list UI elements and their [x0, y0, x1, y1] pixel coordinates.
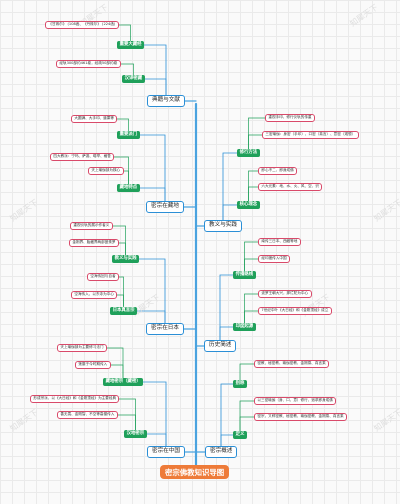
leaf-link: [123, 170, 129, 185]
category-link: [139, 134, 166, 202]
section-node[interactable]: 密宗在日本: [146, 323, 184, 335]
leaf-node[interactable]: 形成宗派，以《大日经》和《金刚顶经》为主要经典: [30, 395, 120, 403]
category-link: [222, 204, 238, 221]
category-link: [138, 258, 166, 324]
category-node[interactable]: 修行方法: [237, 149, 260, 157]
category-node[interactable]: 重要大藏经: [117, 41, 145, 49]
leaf-node[interactable]: 善无畏、金刚智、不空等高僧传入: [57, 411, 118, 419]
leaf-node[interactable]: 以三密瑜伽（身、口、意）修行，追求即身成佛: [254, 397, 337, 405]
category-node[interactable]: 藏地密宗（藏密）: [103, 378, 144, 386]
section-node[interactable]: 历史简述: [204, 340, 237, 352]
leaf-link: [239, 416, 255, 432]
category-link: [142, 381, 167, 447]
category-link: [222, 152, 238, 221]
leaf-link: [117, 414, 136, 431]
leaf-link: [110, 364, 124, 379]
category-node[interactable]: 藏地特点: [117, 184, 140, 192]
category-link: [219, 274, 234, 341]
category-link: [220, 383, 234, 447]
category-node[interactable]: 日本真言宗: [110, 307, 138, 315]
leaf-link: [244, 310, 259, 324]
leaf-node[interactable]: 波罗王朝大兴，那烂陀为中心: [258, 290, 312, 298]
section-node[interactable]: 密宗在中国: [147, 446, 185, 458]
category-link: [144, 78, 167, 96]
leaf-node[interactable]: 三密瑜伽：身密（手印）、口密（真言）、意密（观想）: [262, 131, 359, 139]
section-node[interactable]: 教义与实践: [204, 220, 242, 232]
root-node[interactable]: 密宗佛教知识导图: [160, 465, 230, 480]
leaf-link: [118, 24, 131, 42]
category-link: [146, 433, 167, 447]
section-node[interactable]: 密宗在藏地: [146, 201, 184, 213]
leaf-link: [116, 118, 129, 132]
leaf-node[interactable]: 即心不二、即身成佛: [258, 167, 298, 175]
category-link: [143, 44, 167, 96]
category-node[interactable]: 核心理念: [237, 201, 260, 209]
leaf-node[interactable]: 7世纪中叶《大日经》和《金刚顶经》成立: [258, 307, 332, 315]
leaf-node[interactable]: 空海传回与自者: [87, 273, 119, 281]
category-node[interactable]: 重要派门: [117, 131, 140, 139]
section-node[interactable]: 密宗概述: [205, 446, 238, 458]
category-link: [136, 310, 166, 324]
leaf-node[interactable]: 大圆满、大手印、道果等: [71, 115, 118, 123]
leaf-node[interactable]: 密宗，又称密教、秘密教、瑜伽密教、金刚乘、真言乘: [254, 413, 348, 421]
leaf-link: [248, 186, 259, 202]
category-link: [219, 326, 234, 341]
category-node[interactable]: 教义与实践: [112, 255, 140, 263]
leaf-link: [248, 134, 263, 150]
section-node[interactable]: 典籍与文献: [147, 95, 185, 107]
leaf-link: [248, 170, 259, 202]
leaf-link: [244, 293, 259, 324]
category-node[interactable]: 定义: [233, 431, 247, 439]
leaf-link: [118, 276, 124, 308]
leaf-node[interactable]: 四大教派：宁玛、萨迦、噶举、格鲁: [50, 153, 115, 161]
leaf-node[interactable]: 重视仪轨的展示作者义: [70, 222, 113, 230]
leaf-link: [118, 242, 126, 256]
leaf-node[interactable]: 《甘珠尔》 (108函、《丹珠尔》 (224函): [45, 21, 119, 29]
category-link: [139, 187, 166, 202]
leaf-node[interactable]: 六大元素：地、水、火、风、空、识: [258, 183, 323, 191]
category-node[interactable]: 传播路线: [233, 271, 256, 279]
leaf-link: [244, 241, 259, 272]
leaf-node[interactable]: 经轨300部约461卷，经疏50部约卷: [56, 60, 121, 68]
category-node[interactable]: 印度起源: [233, 323, 256, 331]
category-node[interactable]: 汉译密藏: [122, 75, 145, 83]
leaf-link: [239, 363, 255, 381]
leaf-node[interactable]: 南传三日本、西藏等地: [258, 238, 301, 246]
leaf-node[interactable]: 天上瑜伽部为主要修习法门: [57, 344, 107, 352]
leaf-node[interactable]: 莲藤于今时期传入: [75, 361, 111, 369]
leaf-link: [118, 398, 136, 431]
leaf-link: [120, 63, 134, 76]
leaf-node[interactable]: 密教、秘密教、瑜伽密教、金刚乘、真言乘: [254, 360, 330, 368]
leaf-node[interactable]: 金刚界、胎藏界两部曼荼罗: [69, 239, 119, 247]
leaf-link: [244, 258, 259, 272]
category-node[interactable]: 别称: [233, 380, 247, 388]
leaf-link: [116, 294, 124, 308]
leaf-node[interactable]: 天上瑜伽部为核心: [88, 167, 124, 175]
leaf-node[interactable]: 经印度传入中国: [258, 255, 290, 263]
category-node[interactable]: 汉地密宗: [124, 430, 147, 438]
leaf-node[interactable]: 空海传入，以东寺为中心: [71, 291, 118, 299]
category-link: [220, 434, 234, 447]
leaf-node[interactable]: 重视手印、修行仪轨的传重: [265, 114, 315, 122]
leaf-link: [239, 400, 255, 432]
